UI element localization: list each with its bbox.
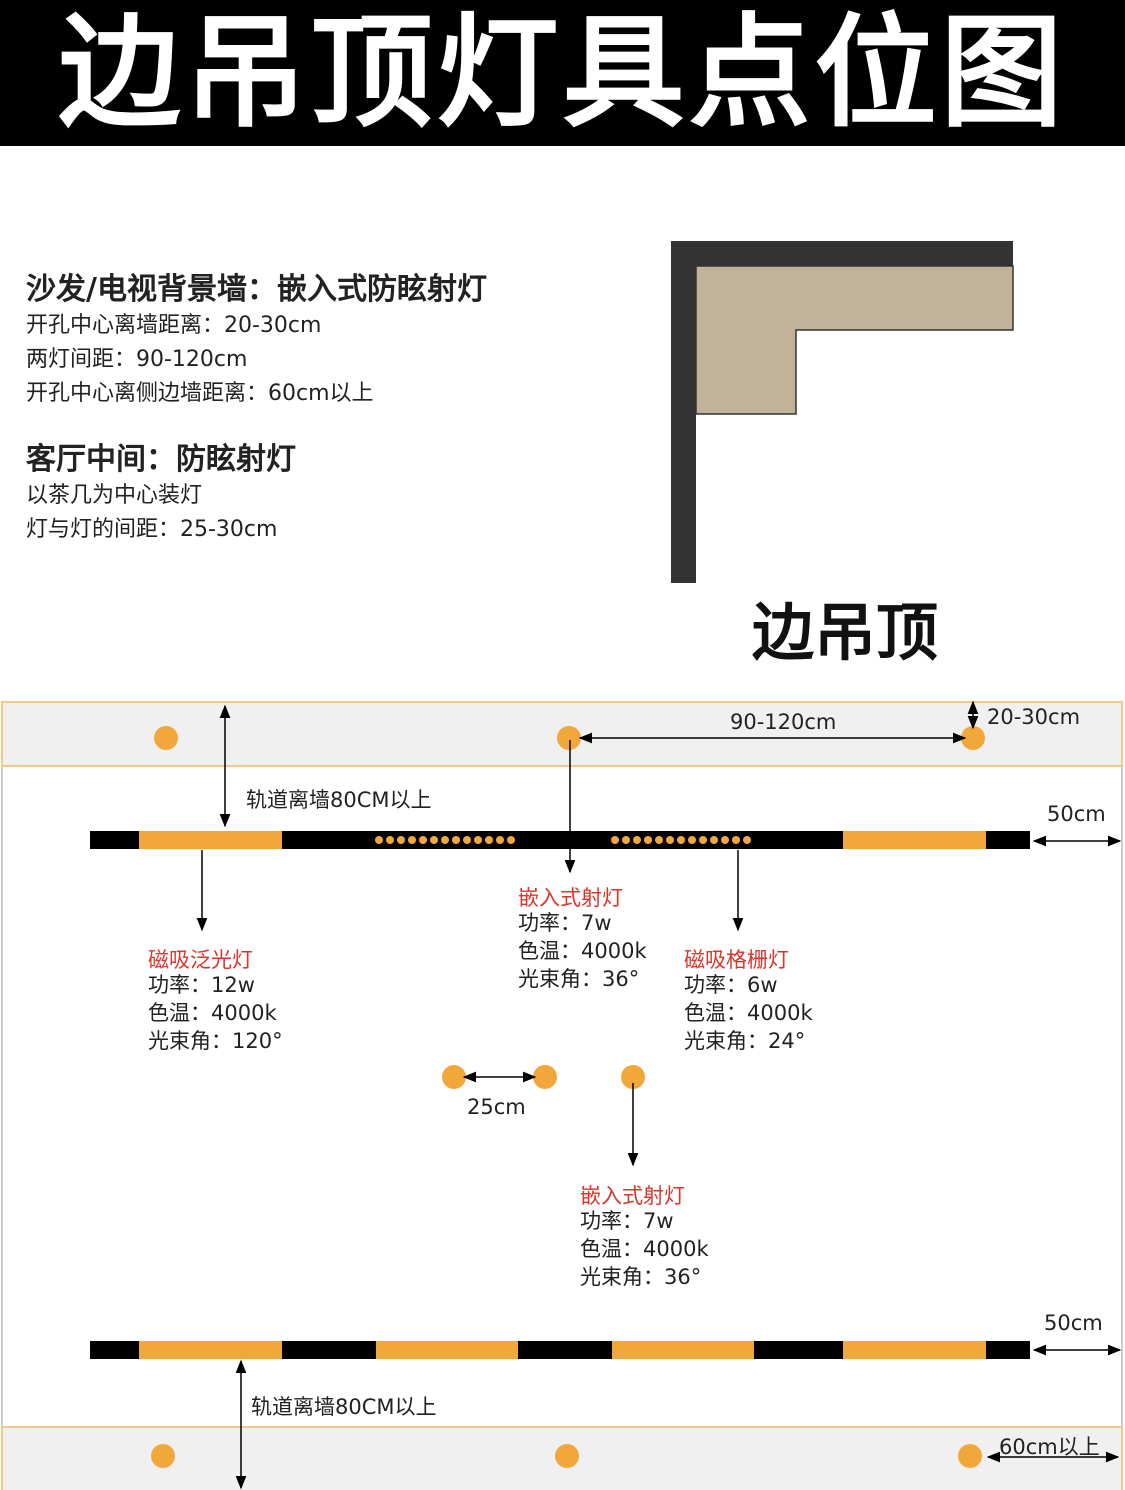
- fixture-spec: 功率：6w: [684, 973, 778, 997]
- section1-line-3: 开孔中心离侧边墙距离：60cm以上: [26, 381, 374, 406]
- section2-line-1: 以茶几为中心装灯: [26, 483, 203, 508]
- grille-light-dot: [386, 836, 394, 844]
- grille-light-dot: [633, 836, 641, 844]
- grille-light-dot: [721, 836, 729, 844]
- grille-light-dot: [375, 836, 383, 844]
- floodlight-segment: [139, 831, 282, 849]
- grille-light-dot: [463, 836, 471, 844]
- ceiling-profile-section: [671, 241, 1014, 583]
- section2-line-2: 灯与灯的间距：25-30cm: [26, 517, 278, 542]
- bottom-spotlight-2: [555, 1444, 579, 1468]
- fixture-spec: 光束角：36°: [580, 1265, 702, 1289]
- fixture-spec: 光束角：24°: [684, 1029, 806, 1053]
- fixture-spec: 光束角：36°: [518, 967, 640, 991]
- floodlight-segment: [376, 1341, 518, 1359]
- profile-caption: 边吊顶: [752, 596, 939, 669]
- section1-line-1: 开孔中心离墙距离：20-30cm: [26, 313, 322, 338]
- grille-light-dot: [496, 836, 504, 844]
- page-title: 边吊顶灯具点位图: [58, 2, 1067, 144]
- fixture-spec: 功率：12w: [148, 973, 255, 997]
- grille-light-dot: [655, 836, 663, 844]
- center-spotlight-3: [621, 1065, 645, 1089]
- floodlight-segment: [612, 1341, 754, 1359]
- fixture-spec: 色温：4000k: [580, 1237, 709, 1261]
- dim-label-spot-gap: 25cm: [467, 1095, 526, 1119]
- grille-light-dot: [699, 836, 707, 844]
- top-spotlight-1: [154, 726, 178, 750]
- grille-light-dot: [644, 836, 652, 844]
- bottom-magnetic-track: [90, 1341, 1030, 1359]
- top-spotlight-3: [961, 726, 985, 750]
- grille-light-dot: [397, 836, 405, 844]
- fixture-spec: 色温：4000k: [148, 1001, 277, 1025]
- dim-label-spacing: 90-120cm: [730, 710, 837, 734]
- grille-light-dot: [430, 836, 438, 844]
- fixture-name-floodlight: 磁吸泛光灯: [148, 948, 253, 972]
- profile-panel: [695, 265, 1014, 415]
- fixture-spec: 功率：7w: [580, 1209, 674, 1233]
- grille-light-dot: [688, 836, 696, 844]
- top-magnetic-track: [90, 831, 1030, 849]
- fixture-name-grille: 磁吸格栅灯: [684, 948, 789, 972]
- floodlight-segment: [843, 831, 986, 849]
- floodlight-segment: [139, 1341, 282, 1359]
- grille-light-dot: [710, 836, 718, 844]
- floodlight-segment: [843, 1341, 986, 1359]
- grille-light-dots: [611, 836, 751, 844]
- track-note-top: 轨道离墙80CM以上: [246, 788, 432, 812]
- dim-label-wall-offset: 20-30cm: [987, 705, 1081, 729]
- track-note-bottom: 轨道离墙80CM以上: [251, 1395, 437, 1419]
- section2-heading: 客厅中间：防眩射灯: [26, 442, 296, 477]
- top-spotlight-2: [557, 726, 581, 750]
- header-bar: 边吊顶灯具点位图: [0, 0, 1125, 146]
- plan-outline: [1, 701, 1123, 1490]
- fixture-name-recessed-center: 嵌入式射灯: [580, 1184, 685, 1208]
- center-spotlight-2: [533, 1065, 557, 1089]
- section1-line-2: 两灯间距：90-120cm: [26, 347, 248, 372]
- grille-light-dot: [743, 836, 751, 844]
- grille-light-dot: [408, 836, 416, 844]
- grille-light-dot: [485, 836, 493, 844]
- grille-light-dots: [375, 836, 515, 844]
- bottom-spotlight-3: [958, 1444, 982, 1468]
- center-spotlight-1: [442, 1065, 466, 1089]
- grille-light-dot: [677, 836, 685, 844]
- grille-light-dot: [452, 836, 460, 844]
- bottom-spotlight-1: [151, 1444, 175, 1468]
- grille-light-dot: [419, 836, 427, 844]
- grille-light-dot: [732, 836, 740, 844]
- fixture-name-recessed-top: 嵌入式射灯: [518, 886, 623, 910]
- grille-light-dot: [441, 836, 449, 844]
- section1-heading: 沙发/电视背景墙：嵌入式防眩射灯: [26, 272, 487, 307]
- dim-label-track-margin-top: 50cm: [1047, 802, 1106, 826]
- grille-light-dot: [611, 836, 619, 844]
- grille-light-dot: [507, 836, 515, 844]
- dim-label-track-margin-bottom: 50cm: [1044, 1311, 1103, 1335]
- grille-light-dot: [474, 836, 482, 844]
- fixture-spec: 功率：7w: [518, 911, 612, 935]
- fixture-spec: 光束角：120°: [148, 1029, 283, 1053]
- fixture-spec: 色温：4000k: [684, 1001, 813, 1025]
- grille-light-dot: [666, 836, 674, 844]
- grille-light-dot: [622, 836, 630, 844]
- dim-label-side-wall: 60cm以上: [999, 1435, 1100, 1459]
- fixture-spec: 色温：4000k: [518, 939, 647, 963]
